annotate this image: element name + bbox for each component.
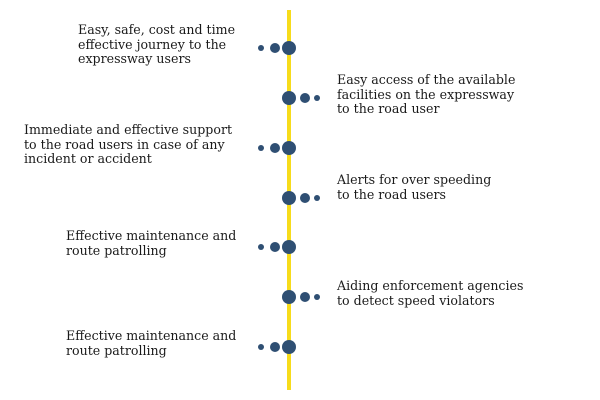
timeline-item-5: Effective maintenance and route patrolli… xyxy=(0,228,600,257)
timeline-item-text: Easy, safe, cost and time effective jour… xyxy=(78,22,236,67)
connector-dot-medium xyxy=(270,43,280,53)
connector-dot-small xyxy=(314,95,320,101)
timeline-item-text: Alerts for over speeding to the road use… xyxy=(337,172,492,202)
timeline-node-dot xyxy=(282,340,296,354)
connector-dot-medium xyxy=(270,143,280,153)
timeline-item-2: Easy access of the available facilities … xyxy=(0,72,600,116)
timeline-item-3: Immediate and effective support to the r… xyxy=(0,122,600,166)
connector-dot-small xyxy=(314,294,320,300)
connector-dot-small xyxy=(258,244,264,250)
timeline-item-1: Easy, safe, cost and time effective jour… xyxy=(0,22,600,66)
connector-dot-medium xyxy=(300,93,310,103)
connector-dot-medium xyxy=(300,193,310,203)
timeline-node-dot xyxy=(282,240,296,254)
connector-dot-medium xyxy=(300,292,310,302)
timeline-node-dot xyxy=(282,91,296,105)
connector-dot-medium xyxy=(270,242,280,252)
timeline-item-text: Immediate and effective support to the r… xyxy=(24,122,233,167)
connector-dot-small xyxy=(258,145,264,151)
timeline-item-text: Effective maintenance and route patrolli… xyxy=(66,328,237,358)
timeline-item-text: Effective maintenance and route patrolli… xyxy=(66,228,237,258)
timeline-item-4: Alerts for over speeding to the road use… xyxy=(0,172,600,206)
timeline-item-text: Aiding enforcement agencies to detect sp… xyxy=(337,278,524,308)
timeline-item-7: Effective maintenance and route patrolli… xyxy=(0,328,600,357)
connector-dot-medium xyxy=(270,342,280,352)
timeline-node-dot xyxy=(282,41,296,55)
timeline-node-dot xyxy=(282,141,296,155)
connector-dot-small xyxy=(258,344,264,350)
connector-dot-small xyxy=(314,195,320,201)
timeline-node-dot xyxy=(282,191,296,205)
connector-dot-small xyxy=(258,45,264,51)
timeline-node-dot xyxy=(282,290,296,304)
timeline-item-text: Easy access of the available facilities … xyxy=(337,72,516,117)
timeline-item-6: Aiding enforcement agencies to detect sp… xyxy=(0,278,600,307)
